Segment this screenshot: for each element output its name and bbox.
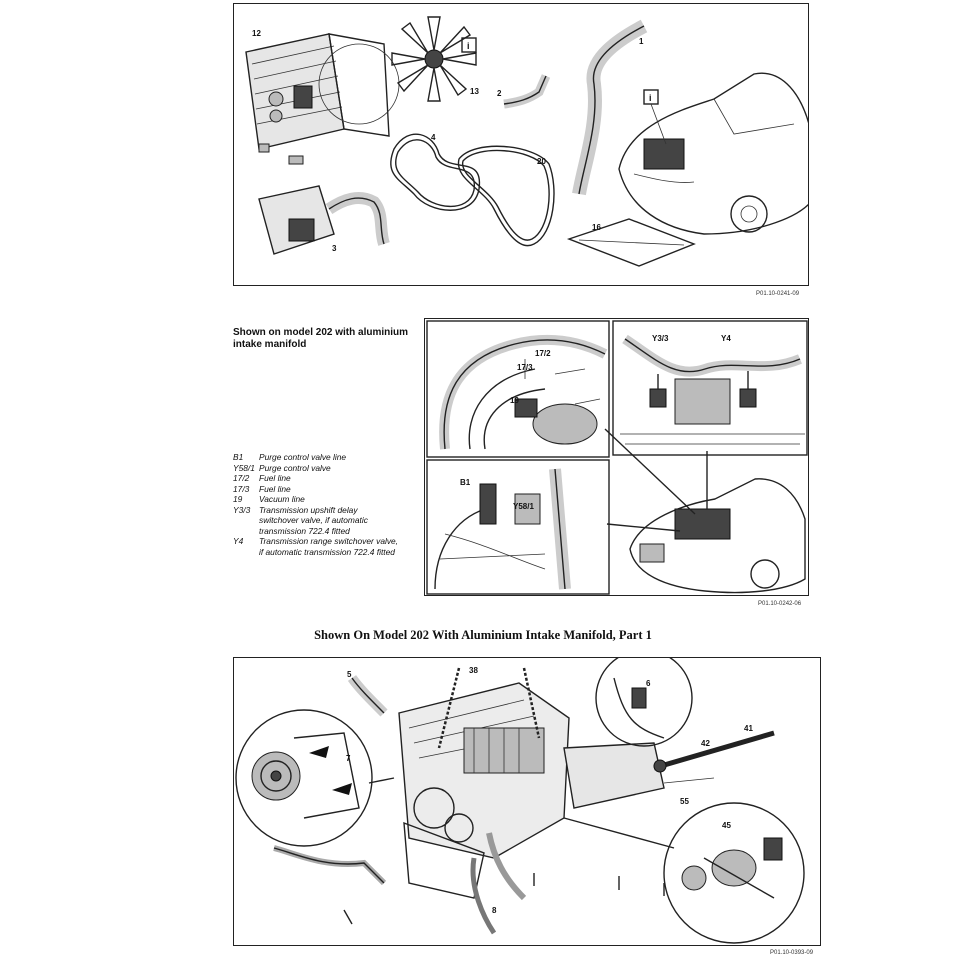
view-switchover-valves bbox=[620, 334, 805, 445]
callout-16: 16 bbox=[592, 223, 601, 232]
callout-17-3: 17/3 bbox=[517, 363, 533, 372]
diagram-panel-top: i i 12 bbox=[233, 3, 809, 286]
callout-1: 1 bbox=[639, 37, 644, 46]
callout-55: 55 bbox=[680, 797, 689, 806]
car-front-illustration: i bbox=[618, 72, 808, 235]
callout-12: 12 bbox=[252, 29, 261, 38]
engine-block-illustration bbox=[398, 682, 570, 901]
lower-detail-view bbox=[663, 802, 805, 944]
svg-text:i: i bbox=[649, 93, 652, 103]
callout-41: 41 bbox=[744, 724, 753, 733]
callout-42: 42 bbox=[701, 739, 710, 748]
callout-Y58-1: Y58/1 bbox=[513, 502, 534, 511]
engine-bay-detail-views: 17/2 17/3 19 Y3/3 Y4 B1 Y58/1 bbox=[426, 320, 808, 595]
callout-38: 38 bbox=[469, 666, 478, 675]
svg-text:i: i bbox=[467, 41, 470, 51]
callout-5: 5 bbox=[347, 670, 352, 679]
callout-Y4: Y4 bbox=[721, 334, 731, 343]
callout-Y3-3: Y3/3 bbox=[652, 334, 669, 343]
diagram2-heading: Shown on model 202 with aluminium intake… bbox=[233, 327, 409, 350]
callout-13: 13 bbox=[470, 87, 479, 96]
view-purge-valve bbox=[434, 468, 571, 590]
upper-detail-view bbox=[595, 658, 693, 747]
callout-B1: B1 bbox=[460, 478, 471, 487]
callout-7: 7 bbox=[346, 754, 351, 763]
figure-reference-top: P01.10-0241-09 bbox=[756, 291, 800, 297]
callout-4: 4 bbox=[431, 133, 436, 142]
view-fuel-lines bbox=[439, 334, 608, 450]
pulley-detail-view bbox=[235, 709, 373, 847]
callout-3: 3 bbox=[332, 244, 337, 253]
figure-reference-middle: P01.10-0242-06 bbox=[758, 601, 802, 607]
section-caption: Shown On Model 202 With Aluminium Intake… bbox=[314, 628, 652, 642]
fan-illustration bbox=[391, 16, 477, 102]
air-filter-illustration bbox=[258, 185, 390, 255]
diagram-panel-bottom: 5 6 7 8 38 41 42 45 55 bbox=[233, 657, 821, 946]
engine-removal-exploded-view: 5 6 7 8 38 41 42 45 55 bbox=[235, 658, 805, 944]
callout-45: 45 bbox=[722, 821, 731, 830]
exploded-view-radiator-fan-hoses: i i 12 bbox=[245, 16, 808, 267]
callout-20: 20 bbox=[537, 157, 546, 166]
callout-17-2: 17/2 bbox=[535, 349, 551, 358]
figure-reference-bottom: P01.10-0393-09 bbox=[770, 950, 814, 956]
car-front-illustration bbox=[629, 478, 806, 594]
callout-2: 2 bbox=[497, 89, 502, 98]
callout-8: 8 bbox=[492, 906, 497, 915]
radiator-illustration bbox=[245, 33, 400, 165]
callout-19: 19 bbox=[510, 396, 519, 405]
diagram-panel-middle: 17/2 17/3 19 Y3/3 Y4 B1 Y58/1 bbox=[424, 318, 809, 596]
callout-6: 6 bbox=[646, 679, 651, 688]
